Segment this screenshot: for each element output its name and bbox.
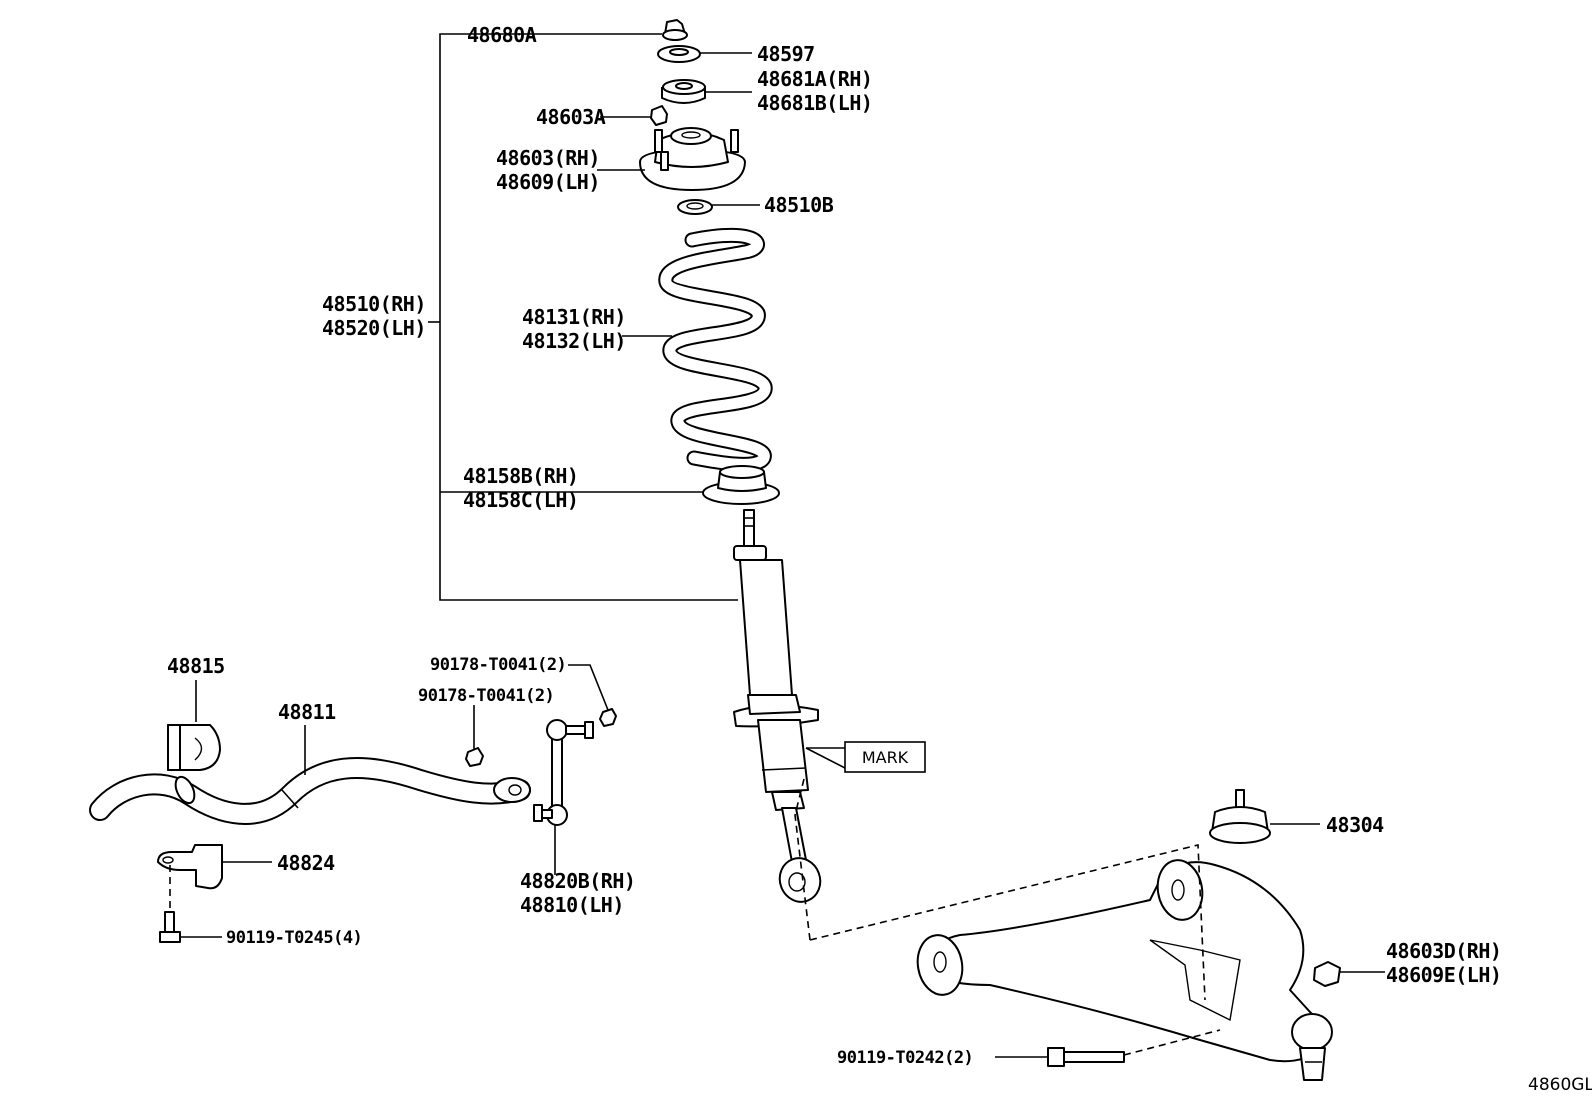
top-nut-part[interactable] [662, 19, 688, 41]
label-48811: 48811 [278, 700, 336, 724]
label-48815: 48815 [167, 654, 225, 678]
diagram-id: 4860GL [1528, 1075, 1592, 1095]
label-48603D: 48603D(RH) [1386, 939, 1501, 963]
mark-label: MARK [862, 748, 909, 767]
label-48820B: 48820B(RH) [520, 869, 635, 893]
label-48158C: 48158C(LH) [463, 488, 578, 512]
label-48609: 48609(LH) [496, 170, 600, 194]
mount-48304-part[interactable] [1209, 789, 1271, 844]
stabilizer-link-part[interactable] [533, 719, 594, 826]
label-90119-T0245: 90119-T0245(4) [226, 928, 362, 948]
label-48131: 48131(RH) [522, 305, 626, 329]
label-48520: 48520(LH) [322, 316, 426, 340]
leader-90178-a [568, 664, 609, 711]
label-48603A: 48603A [536, 105, 606, 129]
label-90178-T0041-b: 90178-T0041(2) [418, 686, 554, 706]
dash-bolt-90119-T0242 [1123, 1029, 1221, 1056]
shock-absorber-part[interactable] [733, 509, 826, 908]
cushion-part[interactable] [661, 79, 706, 104]
stabilizer-bar-part[interactable] [89, 757, 531, 825]
label-48597: 48597 [757, 42, 815, 66]
label-48609E: 48609E(LH) [1386, 963, 1501, 987]
label-48510B: 48510B [764, 193, 834, 217]
spring-seat-part[interactable] [702, 465, 780, 505]
bolt-90119-T0242-part[interactable] [1047, 1047, 1125, 1067]
label-48158B: 48158B(RH) [463, 464, 578, 488]
label-48810: 48810(LH) [520, 893, 624, 917]
upper-support-part[interactable] [639, 127, 746, 191]
insulator-part[interactable] [677, 199, 713, 215]
lower-arm-part[interactable] [913, 857, 1333, 1081]
nut-48603A-part[interactable] [650, 105, 668, 126]
label-48824: 48824 [277, 851, 335, 875]
bracket-part[interactable] [157, 844, 223, 890]
bushing-part[interactable] [167, 724, 221, 771]
nut-90178-b-part[interactable] [465, 747, 484, 767]
label-48304: 48304 [1326, 813, 1384, 837]
assembly-bracket [428, 33, 738, 601]
nut-90178-a-part[interactable] [599, 708, 617, 727]
label-48603: 48603(RH) [496, 146, 600, 170]
coil-spring-part[interactable] [658, 227, 773, 472]
label-48681B: 48681B(LH) [757, 91, 872, 115]
label-48681A: 48681A(RH) [757, 67, 872, 91]
mark-callout: MARK [805, 741, 926, 773]
dash-shock-arm-a [794, 774, 811, 941]
label-90178-T0041-a: 90178-T0041(2) [430, 655, 566, 675]
label-90119-T0242: 90119-T0242(2) [837, 1048, 973, 1068]
label-48510: 48510(RH) [322, 292, 426, 316]
nut-48603D-part[interactable] [1313, 961, 1341, 987]
bolt-90119-T0245-part[interactable] [159, 911, 181, 943]
dash-shock-arm-b [809, 843, 1206, 1001]
label-48132: 48132(LH) [522, 329, 626, 353]
washer-part[interactable] [657, 45, 701, 63]
label-48680A: 48680A [467, 23, 537, 47]
